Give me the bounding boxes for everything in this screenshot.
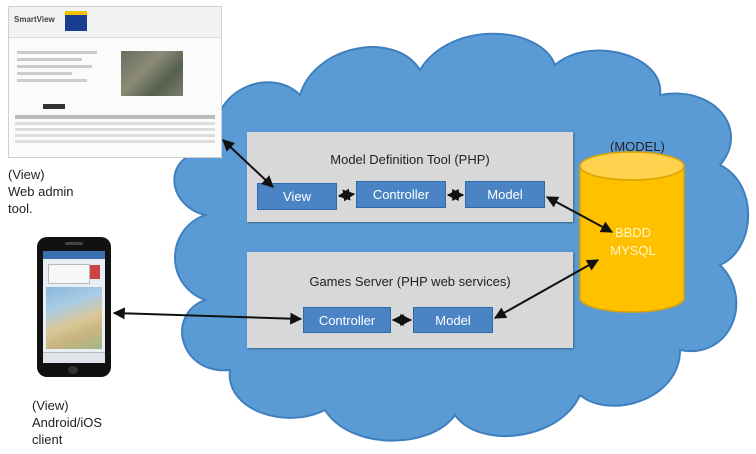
- gs-controller-box: Controller: [303, 307, 391, 333]
- gs-model-box: Model: [413, 307, 493, 333]
- web-admin-caption: (View) Web admin tool.: [8, 167, 74, 216]
- phone-screen: [43, 251, 105, 363]
- arrow-phone-to-controller: [112, 307, 303, 325]
- arrow-admin-to-view: [222, 139, 274, 188]
- admin-table: [15, 115, 215, 153]
- phone-home-button: [68, 366, 78, 374]
- model-definition-tool-title: Model Definition Tool (PHP): [330, 152, 490, 167]
- phone-speaker: [65, 242, 83, 245]
- mdt-view-box: View: [257, 183, 337, 210]
- client-caption: (View) Android/iOS client: [32, 398, 103, 447]
- phone-device: [37, 237, 111, 377]
- smartview-logo: SmartView: [14, 15, 55, 24]
- model-header-label: (MODEL): [610, 139, 665, 154]
- mdt-controller-box: Controller: [356, 181, 446, 208]
- database-name-line1: BBDD: [614, 225, 652, 240]
- admin-form-area: [17, 47, 117, 97]
- arrow-view-to-controller: [337, 188, 356, 202]
- admin-aerial-map: [121, 51, 183, 96]
- admin-topbar: [9, 7, 221, 38]
- arrow-model-to-db: [545, 196, 614, 233]
- flag-logo-icon: [65, 11, 87, 31]
- mdt-model-box: Model: [465, 181, 545, 208]
- admin-save-button: [43, 104, 65, 109]
- phone-map: [46, 287, 102, 349]
- games-server-title: Games Server (PHP web services): [309, 274, 511, 289]
- database-name-line2: MYSQL: [610, 243, 656, 258]
- web-admin-screenshot: SmartView: [8, 6, 222, 158]
- arrow-gs-model-to-db: [493, 259, 600, 319]
